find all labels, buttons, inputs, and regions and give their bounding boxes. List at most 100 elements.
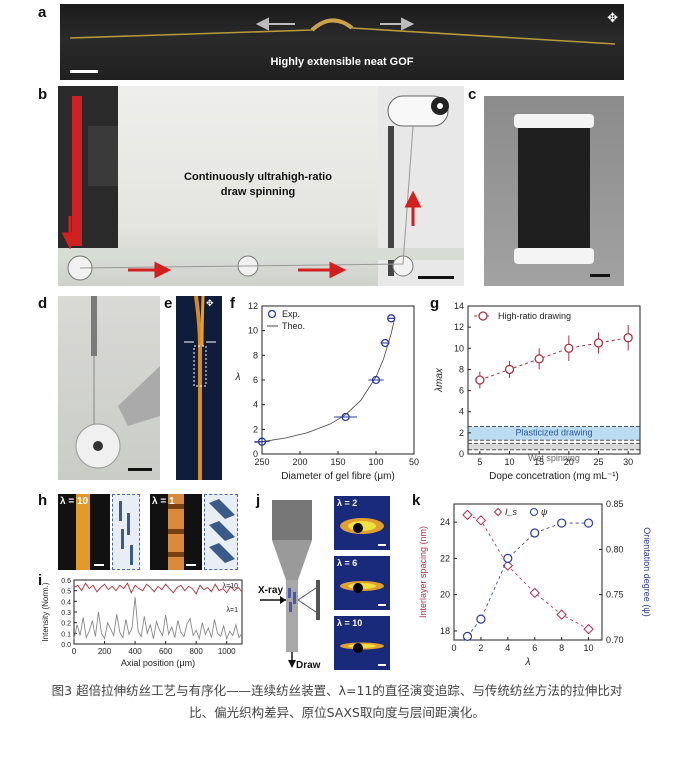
i-xlabel: Axial position (μm) bbox=[121, 658, 195, 668]
i-xtick-label: 200 bbox=[98, 647, 112, 656]
i-ytick-label: 0.1 bbox=[61, 631, 71, 638]
panel-h-schematic-right bbox=[204, 494, 238, 570]
g-ytick-label: 10 bbox=[454, 343, 464, 353]
saxs-label-2: λ = 6 bbox=[337, 558, 358, 568]
bobbin-illustration bbox=[514, 114, 610, 277]
g-xtick-label: 15 bbox=[534, 457, 544, 467]
g-band-label-wet: Wet spinning bbox=[528, 453, 580, 463]
k-legend-marker-is bbox=[493, 507, 503, 517]
i-xtick-label: 0 bbox=[72, 647, 77, 656]
f-xtick-label: 250 bbox=[254, 457, 269, 467]
g-point bbox=[593, 338, 604, 348]
k-xlabel: λ bbox=[525, 657, 531, 668]
k-point-circle bbox=[503, 553, 513, 564]
h-label-left: λ = 10 bbox=[60, 496, 89, 507]
k-point-diamond bbox=[462, 509, 473, 521]
spinning-apparatus-illustration bbox=[58, 86, 464, 286]
panel-j-schematic bbox=[260, 500, 320, 668]
k-xtick-label: 6 bbox=[532, 643, 537, 653]
g-xtick-label: 20 bbox=[564, 457, 574, 467]
k-xtick-label: 2 bbox=[478, 643, 483, 653]
k-ytick-label: 22 bbox=[440, 553, 450, 563]
j-xray-label: X-ray bbox=[258, 585, 284, 596]
figure-caption-line1: 图3 超倍拉伸纺丝工艺与有序化——连续纺丝装置、λ=11的直径演变追踪、与传统纺… bbox=[51, 683, 623, 698]
g-ytick-label: 2 bbox=[459, 428, 464, 438]
k-xtick-label: 8 bbox=[559, 643, 564, 653]
figure-caption: 图3 超倍拉伸纺丝工艺与有序化——连续纺丝装置、λ=11的直径演变追踪、与传统纺… bbox=[20, 680, 654, 724]
g-ytick-label: 6 bbox=[459, 386, 464, 396]
g-band-label-plasticized: Plasticized drawing bbox=[515, 428, 592, 438]
g-xtick-label: 30 bbox=[623, 457, 633, 467]
logo-icon: ✥ bbox=[607, 10, 618, 25]
saxs-label-1: λ = 2 bbox=[337, 498, 358, 508]
panel-b-caption-line2: draw spinning bbox=[220, 186, 296, 198]
i-ylabel: Intensity (Norm.) bbox=[41, 582, 50, 641]
i-xtick-label: 800 bbox=[190, 647, 204, 656]
f-xtick-label: 50 bbox=[409, 457, 419, 467]
panel-label-k: k bbox=[412, 492, 421, 509]
k-ytick-right-label: 0.70 bbox=[606, 635, 624, 645]
k-xtick-label: 0 bbox=[451, 643, 456, 653]
f-xtick-label: 150 bbox=[330, 457, 345, 467]
k-ytick-label: 24 bbox=[440, 517, 450, 527]
i-xtick-label: 600 bbox=[159, 647, 173, 656]
g-ytick-label: 8 bbox=[459, 364, 464, 374]
k-ytick-label: 18 bbox=[440, 626, 450, 636]
k-ylabel: Interlayer spacing (nm) bbox=[418, 526, 428, 618]
k-point-diamond bbox=[529, 587, 540, 599]
panel-label-g: g bbox=[430, 295, 440, 312]
g-ylabel: λmax bbox=[434, 367, 445, 393]
i-annotation-lambda10: λ=10 bbox=[223, 583, 238, 590]
panel-label-h: h bbox=[38, 492, 48, 509]
panel-label-j: j bbox=[256, 492, 261, 509]
g-point bbox=[534, 354, 544, 364]
k-legend-is: I_s bbox=[505, 507, 518, 517]
f-series-theo bbox=[254, 317, 396, 443]
k-point-circle bbox=[530, 528, 540, 538]
g-point bbox=[564, 343, 574, 353]
panel-label-c: c bbox=[468, 86, 477, 103]
k-legend-psi: ψ bbox=[541, 507, 548, 517]
g-xtick-label: 10 bbox=[505, 457, 515, 467]
i-ytick-label: 0.2 bbox=[61, 621, 71, 628]
f-xtick-label: 100 bbox=[368, 457, 383, 467]
k-point-diamond bbox=[475, 515, 487, 526]
f-ytick-label: 10 bbox=[248, 326, 258, 336]
g-ytick-label: 12 bbox=[454, 322, 464, 332]
saxs-label-3: λ = 10 bbox=[337, 618, 363, 628]
i-ytick-label: 0.6 bbox=[61, 578, 71, 585]
f-ylabel: λ bbox=[235, 372, 241, 383]
fibre-stretch-illustration bbox=[69, 17, 616, 73]
k-ytick-right-label: 0.80 bbox=[606, 544, 624, 554]
panel-d-photo bbox=[58, 296, 160, 480]
k-ytick-right-label: 0.85 bbox=[606, 499, 624, 509]
f-ytick-label: 6 bbox=[253, 375, 258, 385]
i-ytick-label: 0.5 bbox=[61, 589, 71, 596]
k-xtick-label: 10 bbox=[584, 643, 594, 653]
panel-b-caption-line1: Continuously ultrahigh-ratio bbox=[184, 171, 332, 183]
f-ytick-label: 2 bbox=[253, 424, 258, 434]
k-plot-frame bbox=[453, 503, 603, 641]
g-point bbox=[623, 333, 633, 343]
panel-h-photo-right: λ = 1 bbox=[150, 494, 202, 570]
k-series-line-0 bbox=[467, 514, 589, 630]
panel-label-i: i bbox=[38, 572, 43, 589]
panel-c-photo bbox=[484, 96, 624, 286]
g-band bbox=[468, 426, 640, 441]
svg-text:✥: ✥ bbox=[206, 298, 214, 308]
f-ytick-label: 8 bbox=[253, 350, 258, 360]
i-series-1 bbox=[73, 597, 243, 641]
i-xtick-label: 400 bbox=[128, 647, 142, 656]
g-legend-label: High-ratio drawing bbox=[498, 311, 571, 321]
i-ytick-label: 0.4 bbox=[61, 599, 71, 606]
i-xtick-label: 1000 bbox=[218, 647, 236, 656]
g-point bbox=[504, 364, 515, 375]
k-point-circle bbox=[583, 518, 594, 528]
panel-label-f: f bbox=[230, 295, 235, 312]
k-ytick-label: 20 bbox=[440, 590, 450, 600]
f-legend-theo: Theo. bbox=[282, 321, 305, 331]
i-ytick-label: 0.0 bbox=[61, 642, 71, 649]
g-xtick-label: 5 bbox=[477, 457, 482, 467]
